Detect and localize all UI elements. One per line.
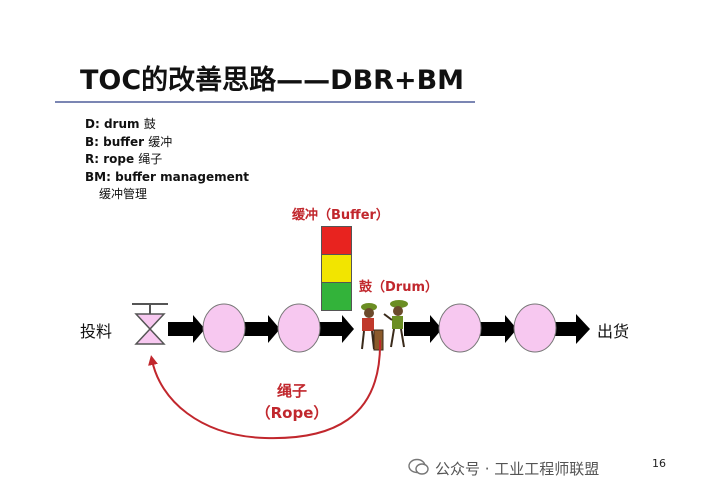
- legend: D: drum 鼓 B: buffer 缓冲 R: rope 绳子 BM: bu…: [85, 116, 249, 204]
- flow-arrow-5: [476, 315, 517, 343]
- legend-item-drum: D: drum 鼓: [85, 117, 156, 131]
- process-step-4: [513, 303, 557, 353]
- rope-label-cn: 绳子: [276, 382, 307, 400]
- buffer-level-green: [321, 282, 352, 311]
- rope-label-en: （Rope）: [255, 404, 329, 422]
- legend-item-bm-cn: 缓冲管理: [99, 187, 148, 201]
- page-title: TOC的改善思路——DBR+BM: [80, 65, 465, 96]
- flow-arrow-1: [168, 315, 205, 343]
- flow-arrow-3: [318, 315, 354, 343]
- title-divider: [55, 101, 475, 103]
- flow-arrow-2: [240, 315, 280, 343]
- buffer-indicator: [321, 226, 352, 311]
- wechat-icon: [408, 458, 429, 475]
- legend-item-rope: R: rope 绳子: [85, 152, 163, 166]
- input-label: 投料: [80, 322, 113, 341]
- rope-arc: [148, 339, 382, 440]
- process-step-2: [277, 303, 321, 353]
- valve-icon: [132, 303, 168, 345]
- process-step-3: [438, 303, 482, 353]
- output-label: 出货: [597, 322, 630, 341]
- legend-item-buffer: B: buffer 缓冲: [85, 134, 173, 149]
- page-number: 16: [652, 457, 666, 470]
- drummer-icon: [361, 300, 408, 351]
- flow-arrow-6: [552, 314, 590, 344]
- process-step-1: [202, 303, 246, 353]
- buffer-level-yellow: [321, 254, 352, 283]
- flow-arrow-4: [404, 315, 442, 343]
- watermark: 公众号 · 工业工程师联盟: [435, 460, 600, 478]
- buffer-level-red: [321, 226, 352, 255]
- buffer-label: 缓冲（Buffer）: [292, 208, 389, 223]
- drum-label: 鼓（Drum）: [359, 280, 439, 295]
- legend-item-buffer-management: BM: buffer management: [85, 169, 250, 184]
